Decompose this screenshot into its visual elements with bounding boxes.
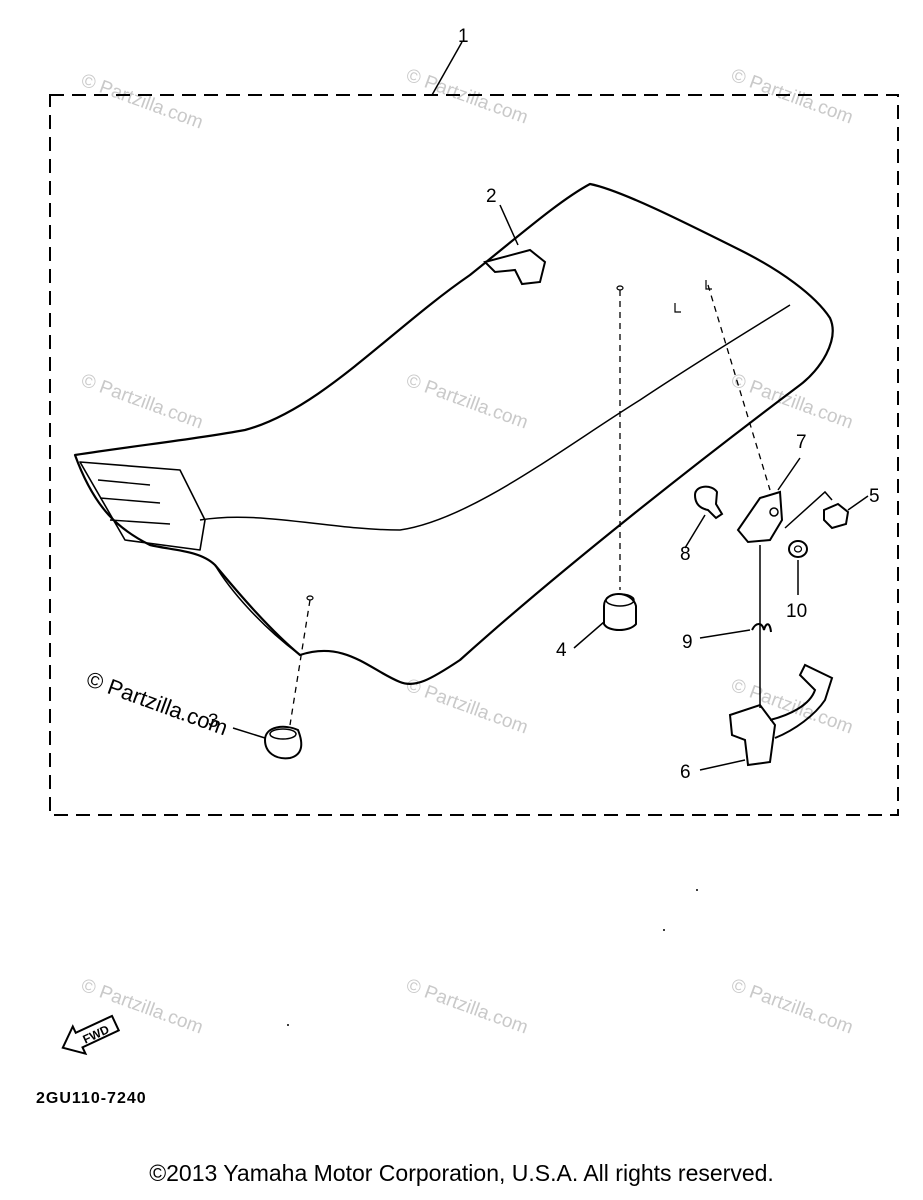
fwd-label: FWD [81, 1022, 112, 1046]
callout-4: 4 [556, 640, 567, 661]
callout-6: 6 [680, 762, 691, 783]
bolt-part-8 [693, 485, 724, 520]
watermark: © Partzilla.com [78, 70, 205, 134]
nut-part-5 [823, 502, 850, 530]
callout-7: 7 [796, 432, 807, 453]
leader-lines [232, 41, 869, 771]
watermark: © Partzilla.com [403, 370, 530, 434]
washer-part-10-hole [793, 545, 803, 553]
seat-front-pocket-inner [97, 479, 171, 525]
damper-part-4-top [605, 593, 635, 607]
seat-seam [199, 304, 791, 531]
bracket-part-7 [736, 490, 784, 544]
diagram-code: 2GU110-7240 [36, 1090, 147, 1107]
fwd-arrow-icon: FWD [61, 1014, 121, 1056]
callout-9: 9 [682, 632, 693, 653]
assembly-frame [49, 94, 899, 816]
watermarks: © Partzilla.com © Partzilla.com © Partzi… [78, 65, 855, 1039]
washer-part-10 [788, 540, 808, 558]
seat [73, 182, 834, 686]
watermark: © Partzilla.com [403, 675, 530, 739]
specks [287, 889, 698, 1026]
watermark: © Partzilla.com [728, 975, 855, 1039]
seat-outline [73, 182, 834, 686]
callout-5: 5 [869, 486, 880, 507]
callout-2: 2 [486, 186, 497, 207]
callout-1: 1 [458, 26, 469, 47]
damper-part-3 [263, 725, 303, 760]
mounting-lines [289, 284, 771, 726]
copyright-notice: ©2013 Yamaha Motor Corporation, U.S.A. A… [149, 1160, 774, 1186]
seat-edge [214, 564, 301, 656]
clip-part-2 [483, 248, 547, 286]
watermark: © Partzilla.com [728, 65, 855, 129]
bracket-hole [769, 507, 779, 517]
seat-front-pocket [79, 461, 206, 551]
small-mount-marks [306, 280, 712, 601]
spring-part-9 [751, 623, 772, 633]
damper-part-4 [603, 593, 637, 631]
callout-3: 3 [208, 711, 219, 732]
callout-10: 10 [786, 601, 807, 622]
seat-lock-part-6 [728, 703, 777, 767]
watermark: © Partzilla.com [78, 370, 205, 434]
seat-lock-lever [769, 663, 834, 739]
watermark: © Partzilla.com [403, 65, 530, 129]
watermark: © Partzilla.com [403, 975, 530, 1039]
damper-part-3-top [269, 728, 297, 740]
callout-8: 8 [680, 544, 691, 565]
